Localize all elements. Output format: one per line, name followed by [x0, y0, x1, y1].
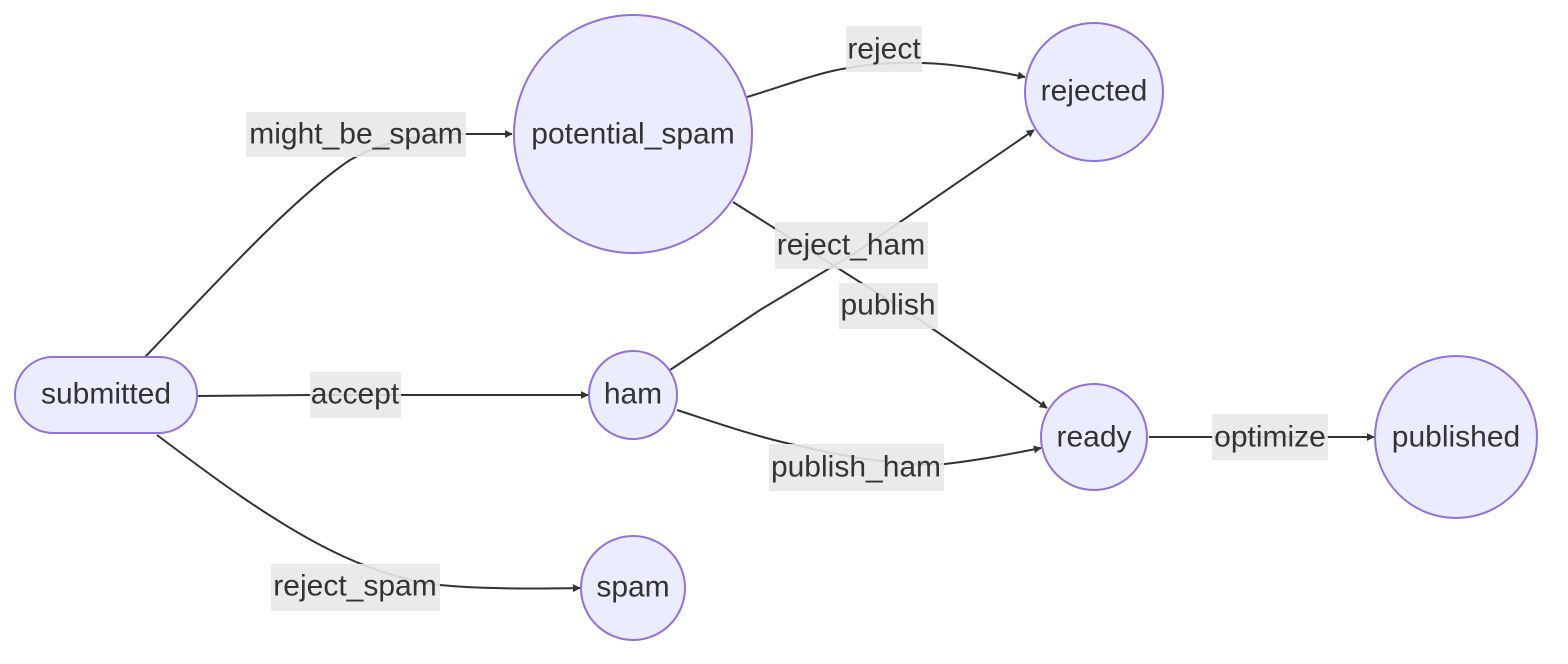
- nodes: submitted potential_spam rejected ham re…: [14, 14, 1538, 641]
- edge-label-publish-ham: publish_ham: [769, 444, 944, 491]
- node-label: rejected: [1041, 75, 1148, 108]
- edge-label-optimize: optimize: [1212, 414, 1328, 460]
- node-label: potential_spam: [531, 118, 734, 151]
- node-ham: ham: [588, 350, 678, 440]
- node-shape: [513, 14, 753, 254]
- node-potential-spam: potential_spam: [513, 14, 753, 254]
- node-label: ready: [1056, 421, 1131, 454]
- node-spam: spam: [580, 535, 686, 641]
- node-shape: [1024, 22, 1164, 162]
- node-submitted: submitted: [14, 356, 198, 434]
- edge-label-reject: reject: [846, 26, 922, 72]
- edge-label-reject-ham: reject_ham: [775, 222, 928, 269]
- edge-label-background: [246, 112, 466, 157]
- edge-label-text: reject: [847, 33, 921, 66]
- node-shape: [580, 535, 686, 641]
- edge-label-background: [839, 283, 938, 329]
- edge-label-text: publish_ham: [771, 451, 941, 484]
- edge-label-accept: accept: [310, 372, 401, 418]
- edge-label-background: [1212, 414, 1328, 460]
- edge-label-text: publish: [840, 289, 935, 322]
- node-published: published: [1374, 355, 1538, 519]
- edge-label-text: reject_ham: [777, 229, 925, 262]
- edge-label-background: [271, 564, 440, 611]
- node-shape: [1040, 383, 1148, 491]
- edge-label-reject-spam: reject_spam: [271, 564, 440, 611]
- node-rejected: rejected: [1024, 22, 1164, 162]
- edge-labels: might_be_spam reject reject_ham publish …: [246, 26, 1328, 611]
- edge-label-might-be-spam: might_be_spam: [246, 112, 466, 157]
- edge-label-text: accept: [311, 378, 400, 411]
- edge-label-background: [769, 444, 944, 491]
- node-label: ham: [604, 378, 662, 411]
- node-shape: [588, 350, 678, 440]
- node-shape: [1374, 355, 1538, 519]
- edge-label-text: might_be_spam: [249, 118, 462, 151]
- node-label: published: [1392, 421, 1520, 454]
- edge-label-publish: publish: [839, 283, 938, 329]
- edge-might-be-spam: [144, 130, 513, 358]
- edge-label-background: [310, 372, 401, 418]
- edge-label-text: optimize: [1214, 421, 1326, 454]
- node-shape: [14, 356, 198, 434]
- edge-label-text: reject_spam: [273, 570, 436, 603]
- edge-reject-ham: [669, 129, 1035, 371]
- node-label: submitted: [41, 378, 171, 411]
- edge-label-background: [775, 222, 928, 269]
- node-label: spam: [596, 571, 669, 604]
- edge-label-background: [846, 26, 922, 72]
- node-ready: ready: [1040, 383, 1148, 491]
